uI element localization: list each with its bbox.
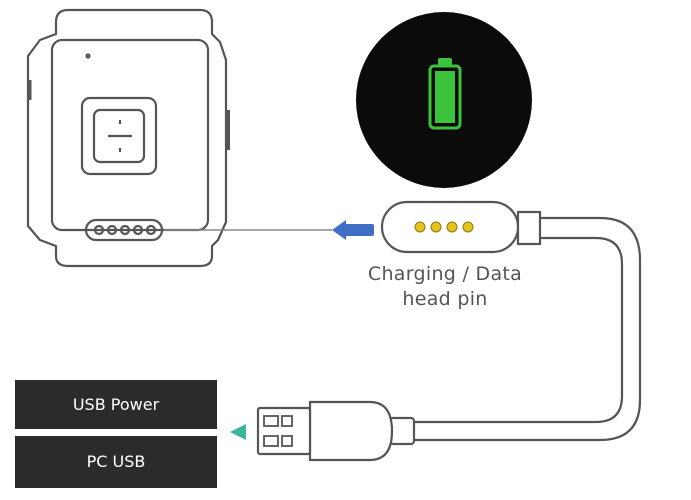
usb-direction-arrow xyxy=(230,424,246,440)
battery-fill xyxy=(435,71,455,123)
charging-head xyxy=(380,200,542,254)
pin-label-line2: head pin xyxy=(402,288,488,310)
pin-direction-arrow xyxy=(332,220,374,240)
watch-back-illustration xyxy=(26,8,230,268)
pc-usb-box: PC USB xyxy=(15,436,217,488)
watch-screen-illustration xyxy=(356,12,532,188)
charging-cable xyxy=(414,216,642,442)
charging-pin-label: Charging / Data head pin xyxy=(330,262,560,312)
usb-power-box: USB Power xyxy=(15,380,217,429)
pin-label-line1: Charging / Data xyxy=(367,263,523,285)
usb-plug xyxy=(256,400,416,462)
charging-pins xyxy=(414,221,474,233)
usb-connector-detail xyxy=(263,415,293,447)
